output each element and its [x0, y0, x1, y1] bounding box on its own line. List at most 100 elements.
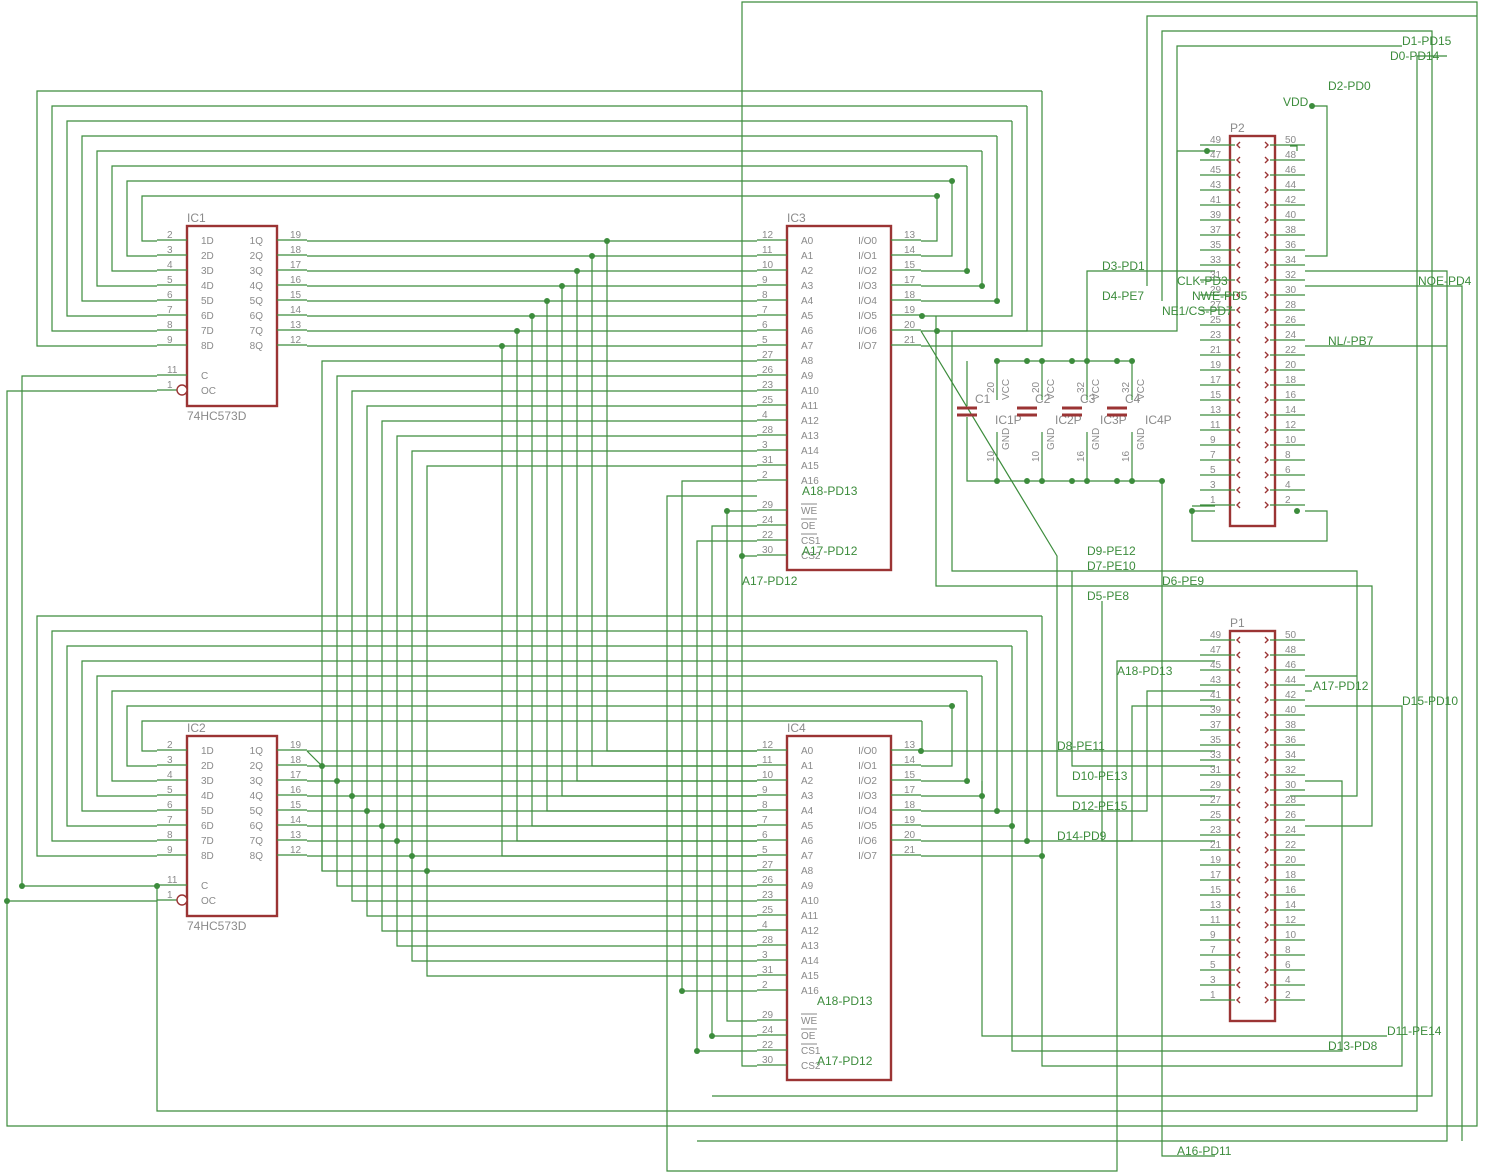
- wire: [336, 375, 757, 887]
- pin-number: 6: [762, 830, 768, 841]
- inverter-bubble: [176, 894, 188, 906]
- wire: [96, 675, 982, 797]
- pin-number: 6: [167, 290, 173, 301]
- ic4-name: IC4: [787, 721, 806, 735]
- pin-number: 16: [1285, 885, 1297, 896]
- net-label-d10: D10-PE13: [1072, 769, 1128, 783]
- pin-number: 26: [762, 875, 774, 886]
- contact: [1236, 186, 1241, 194]
- pin-number: 30: [1285, 780, 1297, 791]
- pin-number: 4: [167, 770, 173, 781]
- pin-number: 12: [1285, 915, 1297, 926]
- contact: [1264, 336, 1269, 344]
- junction-dot: [1024, 358, 1030, 364]
- pin-name: I/O4: [858, 806, 877, 817]
- pin-number: 3: [762, 950, 768, 961]
- pin-number: 20: [904, 320, 916, 331]
- contact: [1264, 966, 1269, 974]
- net-label-vdd: VDD: [1283, 95, 1309, 109]
- pin-number: 36: [1285, 735, 1297, 746]
- pin-name: OC: [201, 896, 216, 907]
- pin-number: 2: [762, 980, 768, 991]
- wire: [997, 690, 1215, 812]
- pin-number: 19: [1210, 360, 1222, 371]
- net-label-clk: CLK-PD3: [1177, 274, 1228, 288]
- wire: [126, 705, 952, 767]
- wire: [981, 781, 1387, 1037]
- pin-number: 14: [290, 305, 302, 316]
- wire: [321, 360, 757, 872]
- junction-dot: [394, 838, 400, 844]
- pin-name: I/O4: [858, 296, 877, 307]
- wires: [6, 1, 1478, 1172]
- wire: [516, 331, 757, 842]
- contact: [1264, 441, 1269, 449]
- pin-number: 11: [167, 365, 178, 376]
- contact: [1236, 966, 1241, 974]
- wire: [921, 181, 953, 257]
- net-labels: D1-PD15 D0-PD14 D2-PD0 VDD D3-PD1 CLK-PD…: [742, 34, 1472, 1158]
- pin-number: 5: [762, 845, 768, 856]
- pin-number: 17: [1210, 870, 1222, 881]
- pin-number: 10: [762, 770, 774, 781]
- contact: [1264, 846, 1269, 854]
- junction-dot: [709, 1033, 715, 1039]
- p2-name: P2: [1230, 121, 1245, 135]
- pin-number: 4: [1285, 480, 1291, 491]
- pin-number: 10: [762, 260, 774, 271]
- junction-dot: [1069, 478, 1075, 484]
- pin-number: 41: [1210, 690, 1222, 701]
- pin-number: 17: [290, 260, 302, 271]
- net-label-nwe: NWE-PD5: [1192, 289, 1248, 303]
- contact: [1264, 396, 1269, 404]
- pin-name: 1D: [201, 236, 214, 247]
- junction-dot: [499, 343, 505, 349]
- pin-number: 27: [1210, 795, 1222, 806]
- pin-name: A6: [801, 326, 814, 337]
- contact: [1236, 501, 1241, 509]
- contact: [1264, 936, 1269, 944]
- contact: [1236, 771, 1241, 779]
- pin-name: 4Q: [250, 281, 264, 292]
- pin-name: A13: [801, 431, 819, 442]
- pin-number: 4: [762, 410, 768, 421]
- junction-dot: [1204, 148, 1210, 154]
- net-label-nl: NL/-PB7: [1328, 334, 1374, 348]
- pin-name: A1: [801, 761, 814, 772]
- pin-name: I/O5: [858, 311, 877, 322]
- pin-number: 31: [1210, 270, 1222, 281]
- contact: [1236, 471, 1241, 479]
- pin-number: 25: [1210, 315, 1222, 326]
- pin-name: A8: [801, 356, 814, 367]
- pin-number: 13: [290, 320, 302, 331]
- junction-dot: [1084, 358, 1090, 364]
- wire: [66, 120, 1012, 317]
- contact: [1236, 921, 1241, 929]
- wire: [591, 256, 757, 767]
- gnd-pin-name: GND: [1046, 428, 1057, 450]
- pin-name: A7: [801, 851, 814, 862]
- junction-dot: [994, 298, 1000, 304]
- pin-name: A15: [801, 461, 819, 472]
- pin-number: 9: [167, 845, 173, 856]
- contact: [1236, 246, 1241, 254]
- wire: [81, 135, 997, 302]
- wire: [501, 346, 757, 857]
- contact: [1236, 351, 1241, 359]
- wire: [96, 150, 982, 287]
- contact: [1264, 711, 1269, 719]
- pin-number: 22: [762, 1040, 774, 1051]
- junction-dot: [604, 238, 610, 244]
- pin-number: 8: [167, 830, 173, 841]
- pin-name: CS1: [801, 1046, 821, 1057]
- contact: [1236, 936, 1241, 944]
- pin-number: 14: [904, 755, 916, 766]
- contact: [1236, 171, 1241, 179]
- junction-dot: [739, 553, 745, 559]
- net-label-d8: D8-PE11: [1057, 739, 1105, 753]
- pin-number: 1: [1210, 990, 1216, 1001]
- contact: [1236, 156, 1241, 164]
- pin-number: 13: [1210, 900, 1222, 911]
- gnd-pin-number: 16: [1076, 450, 1087, 462]
- pin-number: 17: [904, 275, 916, 286]
